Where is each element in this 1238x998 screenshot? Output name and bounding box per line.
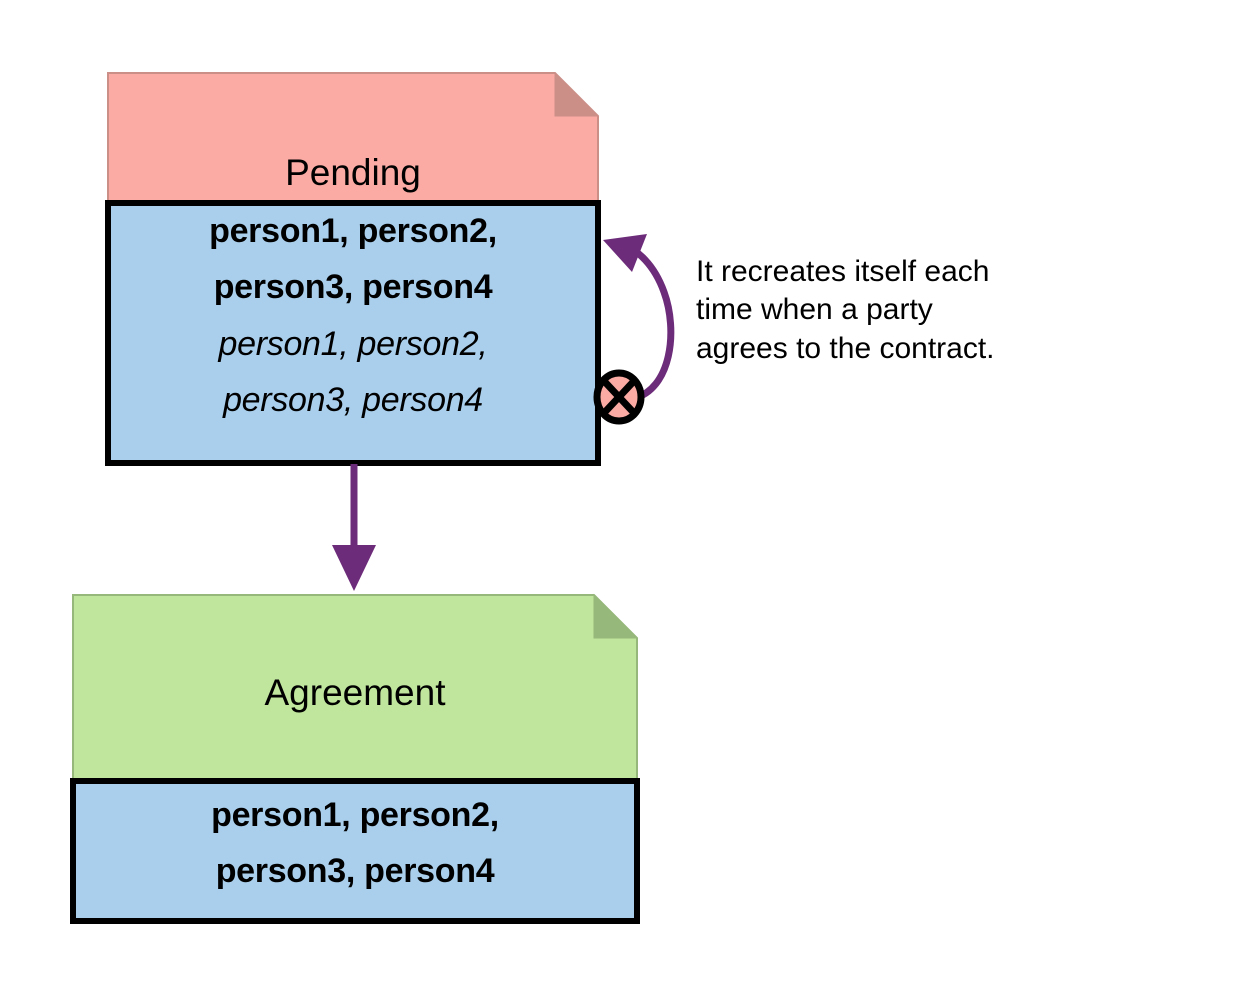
edge-pending-self-loop[interactable] [593,234,675,425]
annotation-line-3: agrees to the contract. [696,331,995,365]
pending-parties-bold-line-2: person3, person4 [213,268,493,306]
circled-x-icon [593,369,645,425]
pending-parties-italic-line-1: person1, person2, [218,325,488,363]
annotation-line-2: time when a party [696,293,933,327]
node-agreement[interactable] [70,593,640,924]
node-pending[interactable] [105,71,601,466]
pending-note-fold-icon [554,71,600,117]
agreement-note-fold-icon [593,593,639,639]
transition-arrow-head-icon [332,545,376,591]
pending-parties-italic-line-2: person3, person4 [223,381,483,419]
pending-parties-box [105,200,601,466]
edge-pending-to-agreement[interactable] [332,464,376,591]
agreement-parties-box [70,778,640,924]
agreement-note-shape [72,594,638,782]
pending-title: Pending [285,152,421,193]
agreement-parties-bold-line-1: person1, person2, [211,796,499,834]
agreement-title: Agreement [264,672,446,713]
pending-note-shape [107,72,599,204]
annotation-line-1: It recreates itself each [696,255,990,288]
annotation-recreate-note: It recreates itself each time when a par… [696,253,1166,368]
pending-parties-bold-line-1: person1, person2, [209,212,497,250]
self-loop-arrow-head-icon [603,234,647,272]
agreement-parties-bold-line-2: person3, person4 [215,852,495,890]
